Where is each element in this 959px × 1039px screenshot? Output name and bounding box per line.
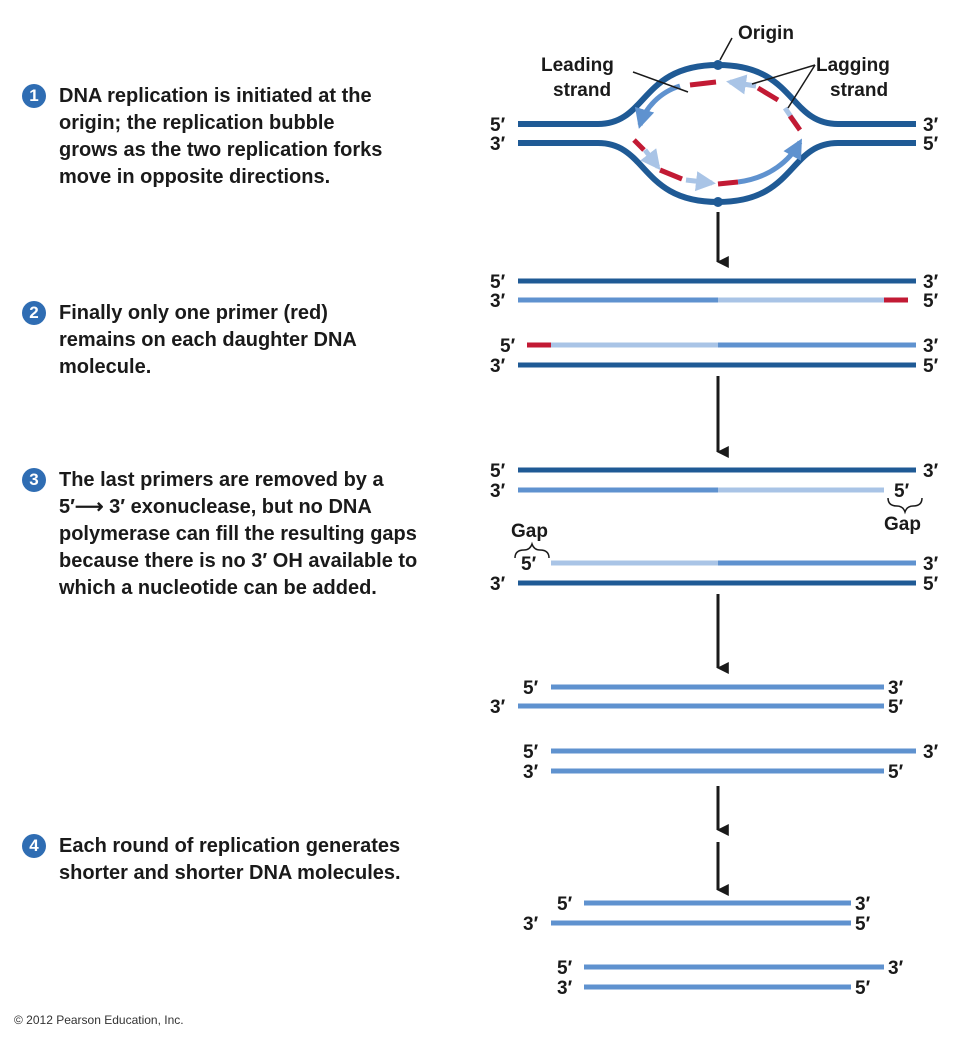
gap-brace xyxy=(887,497,923,515)
primer xyxy=(632,138,646,152)
end-label: 5′ xyxy=(923,134,939,155)
end-label: 3′ xyxy=(490,291,506,312)
step-description: Finally only one primer (red) remains on… xyxy=(59,302,357,378)
leading-label: Leading xyxy=(541,55,614,76)
end-label: 3′ xyxy=(923,115,939,136)
lagging-fragment xyxy=(726,74,757,95)
step-number-badge: 3 xyxy=(22,468,46,492)
end-label: 5′ xyxy=(855,978,871,999)
end-label: 3′ xyxy=(490,481,506,502)
origin-callout xyxy=(719,37,733,61)
replication-bubble: Origin Leading strand Lagging strand 5′ … xyxy=(490,23,939,207)
copyright-notice: © 2012 Pearson Education, Inc. xyxy=(14,1013,184,1027)
primer xyxy=(756,85,780,103)
parental-strand-bottom xyxy=(518,140,916,206)
end-label: 5′ xyxy=(923,574,939,595)
end-label: 3′ xyxy=(523,762,539,783)
end-label: 3′ xyxy=(923,554,939,575)
end-label: 3′ xyxy=(490,356,506,377)
origin-dot-top xyxy=(713,60,723,70)
end-label: 3′ xyxy=(490,697,506,718)
origin-dot-bottom xyxy=(713,197,723,207)
origin-label: Origin xyxy=(738,23,794,44)
leading-callout xyxy=(632,71,689,93)
end-label: 3′ xyxy=(923,272,939,293)
lagging-fragment xyxy=(640,148,661,171)
lagging-label: strand xyxy=(830,80,888,101)
gap-label: Gap xyxy=(884,514,921,535)
end-label: 5′ xyxy=(923,291,939,312)
lagging-callout xyxy=(751,64,816,85)
primer xyxy=(689,79,717,88)
end-label: 3′ xyxy=(888,958,904,979)
end-label: 5′ xyxy=(490,115,506,136)
end-label: 3′ xyxy=(923,742,939,763)
step-description: Each round of replication generates shor… xyxy=(59,835,401,884)
step-description: The last primers are removed by a 5′⟶ 3′… xyxy=(59,469,418,599)
end-label: 5′ xyxy=(500,336,516,357)
end-label: 5′ xyxy=(894,481,910,502)
end-label: 3′ xyxy=(923,461,939,482)
step-3: 3 The last primers are removed by a 5′⟶ … xyxy=(22,467,417,602)
lagging-fragment xyxy=(685,171,716,192)
end-label: 5′ xyxy=(521,554,537,575)
step-2: 2 Finally only one primer (red) remains … xyxy=(22,300,357,381)
end-label: 5′ xyxy=(855,914,871,935)
end-label: 3′ xyxy=(855,894,871,915)
step-1: 1 DNA replication is initiated at the or… xyxy=(22,83,382,191)
end-label: 3′ xyxy=(490,134,506,155)
end-label: 5′ xyxy=(888,762,904,783)
end-label: 5′ xyxy=(557,894,573,915)
step-4: 4 Each round of replication generates sh… xyxy=(22,833,401,887)
gap-brace xyxy=(514,541,550,559)
end-label: 3′ xyxy=(490,574,506,595)
end-label: 5′ xyxy=(888,697,904,718)
step-number-badge: 1 xyxy=(22,84,46,108)
step-number-badge: 2 xyxy=(22,301,46,325)
primer xyxy=(787,114,803,132)
lagging-label: Lagging xyxy=(816,55,890,76)
shorter-molecules: 5′ 3′ 3′ 5′ 5′ 3′ 3′ 5′ xyxy=(490,678,939,783)
end-label: 3′ xyxy=(557,978,573,999)
shortest-molecules: 5′ 3′ 3′ 5′ 5′ 3′ 3′ 5′ xyxy=(523,894,904,999)
end-label: 3′ xyxy=(888,678,904,699)
leading-strand-bottom xyxy=(737,138,803,185)
daughter-molecules-with-primers: 5′ 3′ 3′ 5′ 5′ 3′ 3′ 5′ xyxy=(490,272,939,377)
end-label: 5′ xyxy=(523,678,539,699)
end-label: 3′ xyxy=(923,336,939,357)
end-label: 5′ xyxy=(490,272,506,293)
primer xyxy=(659,167,683,182)
lagging-callout xyxy=(787,64,816,109)
leading-label: strand xyxy=(553,80,611,101)
step-number-badge: 4 xyxy=(22,834,46,858)
end-label: 5′ xyxy=(523,742,539,763)
step-description: DNA replication is initiated at the orig… xyxy=(59,85,383,188)
gap-label: Gap xyxy=(511,521,548,542)
primer xyxy=(717,179,739,187)
end-label: 5′ xyxy=(557,958,573,979)
end-label: 3′ xyxy=(523,914,539,935)
end-label: 5′ xyxy=(490,461,506,482)
molecules-with-gaps: 5′ 3′ 3′ 5′ Gap Gap 5′ 3′ 3′ 5′ xyxy=(490,461,939,595)
end-label: 5′ xyxy=(923,356,939,377)
